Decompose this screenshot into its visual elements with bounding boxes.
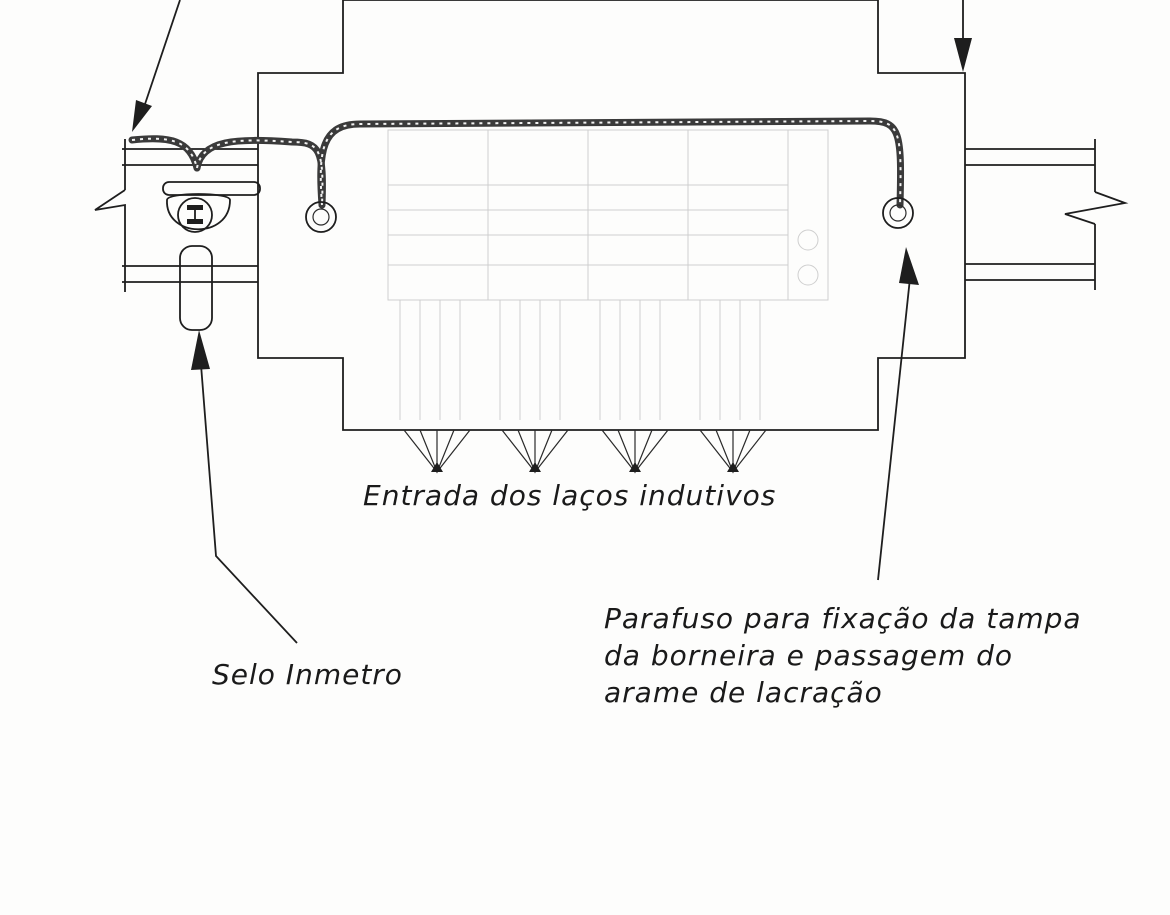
enclosure-outline bbox=[257, 0, 966, 431]
screw-label-line2: da borneira e passagem do bbox=[604, 639, 1013, 672]
screw-label-line1: Parafuso para fixação da tampa bbox=[604, 602, 1082, 635]
seal-wire bbox=[128, 117, 905, 209]
din-rail-left bbox=[94, 139, 258, 292]
din-rail-right bbox=[965, 139, 1129, 290]
leader-lines bbox=[132, 0, 972, 644]
loop-entry-glands bbox=[403, 429, 767, 474]
seal-label: Selo Inmetro bbox=[212, 658, 403, 691]
inmetro-seal bbox=[162, 181, 261, 331]
loop-entry-label: Entrada dos laços indutivos bbox=[363, 479, 776, 512]
terminal-block-faint bbox=[387, 129, 829, 420]
screw-right bbox=[882, 197, 914, 229]
screw-label-line3: arame de lacração bbox=[604, 676, 883, 709]
screw-left bbox=[305, 201, 337, 233]
